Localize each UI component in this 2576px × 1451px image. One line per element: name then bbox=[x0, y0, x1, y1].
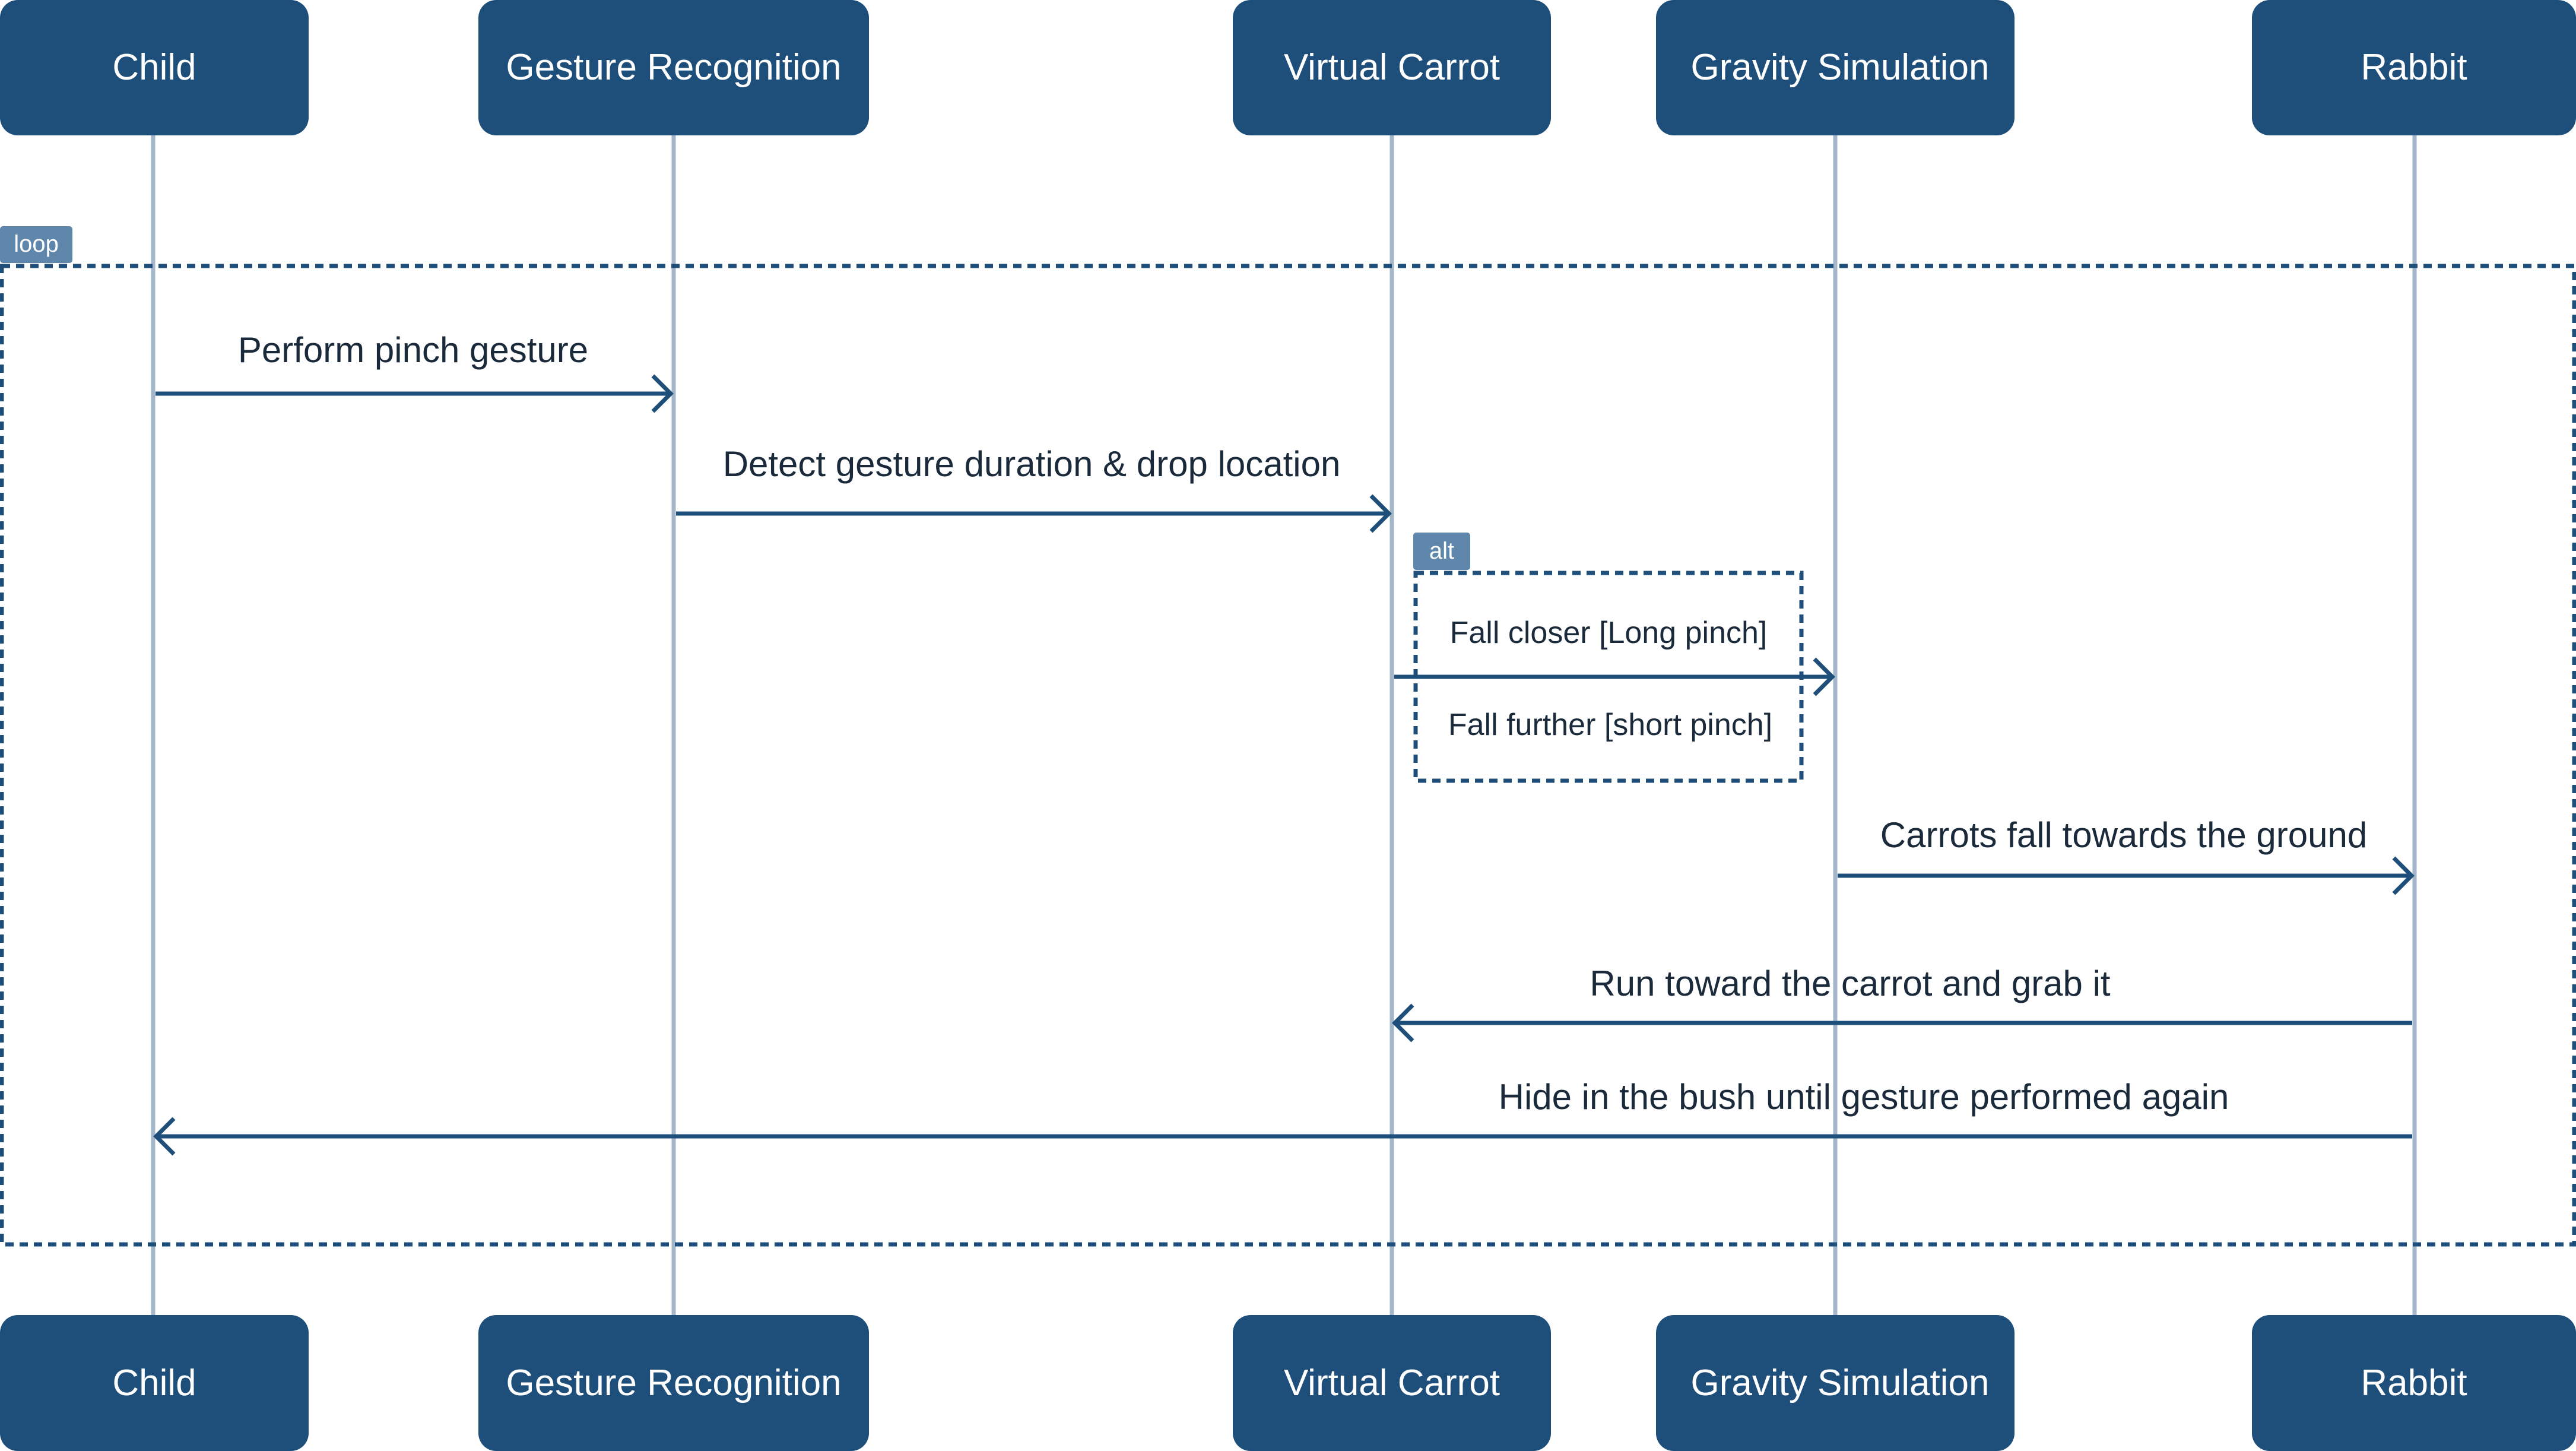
arrowhead-right-icon bbox=[2392, 856, 2415, 895]
actor-label: Gravity Simulation bbox=[1690, 1363, 1989, 1404]
message-perform-pinch-gesture: Perform pinch gesture bbox=[156, 330, 674, 413]
actor-label: Virtual Carrot bbox=[1284, 1363, 1500, 1404]
alt-frame: alt Fall closer [Long pinch] Fall furthe… bbox=[1413, 533, 1804, 783]
actor-box bbox=[1656, 0, 2015, 135]
arrowhead-right-icon bbox=[1369, 494, 1392, 533]
actor-rabbit-bottom: Rabbit bbox=[2252, 1315, 2576, 1451]
message-detect-gesture-duration: Detect gesture duration & drop location bbox=[676, 444, 1392, 533]
arrowhead-left-icon bbox=[153, 1117, 176, 1156]
arrowhead-left-icon bbox=[1392, 1003, 1414, 1043]
actor-box bbox=[2252, 0, 2576, 135]
actor-label: Gesture Recognition bbox=[506, 1363, 841, 1404]
message-label: Perform pinch gesture bbox=[238, 330, 588, 370]
message-hide-in-bush: Hide in the bush until gesture performed… bbox=[153, 1077, 2412, 1156]
message-carrots-fall: Carrots fall towards the ground bbox=[1838, 815, 2415, 895]
message-label: Run toward the carrot and grab it bbox=[1590, 964, 2110, 1003]
actor-virtual-carrot-bottom: Virtual Carrot bbox=[1233, 1315, 1551, 1451]
actor-gravity-simulation-top: Gravity Simulation bbox=[1656, 0, 2015, 135]
actor-box bbox=[1233, 1315, 1551, 1451]
actor-child-bottom: Child bbox=[0, 1315, 309, 1451]
message-run-toward-carrot: Run toward the carrot and grab it bbox=[1392, 964, 2412, 1043]
actor-label: Gravity Simulation bbox=[1690, 47, 1989, 88]
actor-box bbox=[2252, 1315, 2576, 1451]
actor-label: Child bbox=[112, 1363, 196, 1404]
actor-label: Rabbit bbox=[2361, 1363, 2467, 1404]
loop-frame-tag-label: loop bbox=[14, 231, 59, 257]
alt-frame-tag-label: alt bbox=[1429, 538, 1454, 564]
loop-frame-tag bbox=[0, 226, 72, 263]
actor-box bbox=[0, 1315, 309, 1451]
message-label: Detect gesture duration & drop location bbox=[723, 444, 1341, 484]
lifelines bbox=[151, 135, 2417, 1315]
actor-gesture-recognition-bottom: Gesture Recognition bbox=[478, 1315, 869, 1451]
actor-virtual-carrot-top: Virtual Carrot bbox=[1233, 0, 1551, 135]
actor-box bbox=[1233, 0, 1551, 135]
actor-gesture-recognition-top: Gesture Recognition bbox=[478, 0, 869, 135]
message-label: Carrots fall towards the ground bbox=[1880, 815, 2367, 855]
actor-label: Child bbox=[112, 47, 196, 88]
actor-gravity-simulation-bottom: Gravity Simulation bbox=[1656, 1315, 2015, 1451]
actors-bottom: Child Gesture Recognition Virtual Carrot… bbox=[0, 1315, 2576, 1451]
arrowhead-right-icon bbox=[1813, 657, 1835, 696]
alt-condition-short-pinch: Fall further [short pinch] bbox=[1448, 708, 1772, 742]
loop-frame: loop bbox=[0, 226, 2576, 1247]
actors-top: Child Gesture Recognition Virtual Carrot… bbox=[0, 0, 2576, 135]
actor-label: Gesture Recognition bbox=[506, 47, 841, 88]
message-carrot-to-gravity bbox=[1394, 657, 1835, 696]
arrowhead-right-icon bbox=[651, 374, 674, 413]
messages: Perform pinch gesture Detect gesture dur… bbox=[153, 330, 2415, 1156]
actor-box bbox=[478, 1315, 869, 1451]
actor-box bbox=[1656, 1315, 2015, 1451]
alt-condition-long-pinch: Fall closer [Long pinch] bbox=[1450, 616, 1768, 650]
actor-box bbox=[0, 0, 309, 135]
alt-frame-tag bbox=[1413, 533, 1470, 570]
actor-child-top: Child bbox=[0, 0, 309, 135]
actor-rabbit-top: Rabbit bbox=[2252, 0, 2576, 135]
actor-label: Virtual Carrot bbox=[1284, 47, 1500, 88]
actor-box bbox=[478, 0, 869, 135]
loop-frame-border bbox=[0, 264, 2576, 1247]
message-label: Hide in the bush until gesture performed… bbox=[1499, 1077, 2229, 1117]
actor-label: Rabbit bbox=[2361, 47, 2467, 88]
